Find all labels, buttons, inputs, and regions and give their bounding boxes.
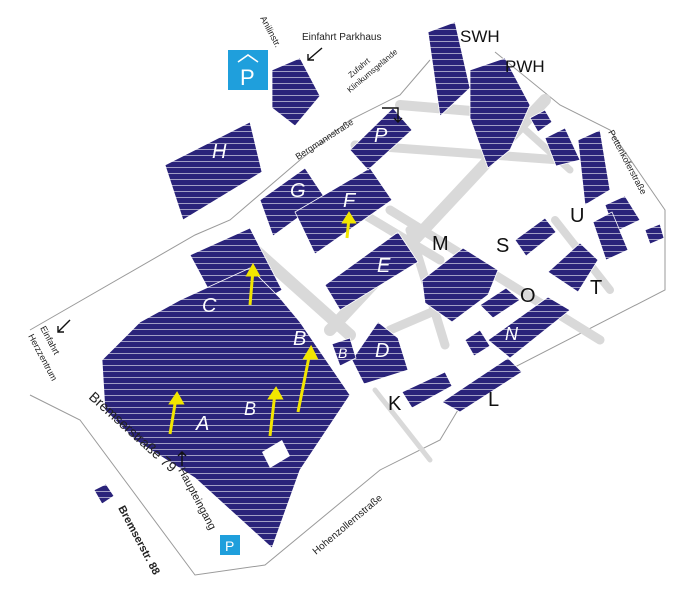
building-a-b-complex[interactable] (101, 267, 351, 549)
building-f[interactable] (294, 167, 393, 255)
label-s: S (496, 235, 509, 257)
parking-garage[interactable] (271, 57, 321, 127)
buildings (93, 21, 665, 549)
label-u: U (570, 205, 584, 227)
building-u[interactable] (577, 129, 611, 206)
building-right-4[interactable] (592, 211, 629, 261)
svg-text:P: P (240, 65, 255, 90)
street-bergmannstrasse: Bergmannstraße (294, 117, 356, 162)
building-o[interactable] (479, 287, 521, 319)
building-t[interactable] (547, 242, 599, 293)
label-h: H (212, 141, 227, 163)
courtyard (262, 440, 290, 468)
label-c: C (202, 295, 217, 317)
label-b: B (293, 328, 306, 350)
label-k: K (388, 393, 402, 415)
building-h[interactable] (164, 121, 263, 221)
building-e[interactable] (324, 231, 419, 311)
label-d: D (375, 340, 389, 362)
svg-text:P: P (225, 538, 234, 554)
building-pwh[interactable] (469, 57, 531, 169)
street-hohenzollernstrasse: Hohenzollernstraße (311, 492, 385, 557)
campus-boundary (29, 51, 666, 576)
label-g: G (290, 180, 306, 202)
label-swh: SWH (460, 27, 500, 46)
arrow-icon (168, 211, 357, 437)
label-a: A (195, 413, 209, 435)
building-right-1[interactable] (529, 109, 553, 133)
street-pettenkoferstrasse: Pettenkoferstraße (606, 128, 648, 196)
building-small-near-n[interactable] (464, 329, 491, 357)
building-n[interactable] (487, 296, 571, 359)
label-f: F (343, 190, 357, 212)
building-bremserstr-88[interactable] (93, 483, 115, 505)
street-einfahrt-parkhaus: Einfahrt Parkhaus (302, 32, 382, 43)
label-pwh: PWH (505, 57, 545, 76)
building-k[interactable] (401, 371, 453, 409)
label-e: E (377, 255, 391, 277)
building-m[interactable] (421, 247, 499, 323)
building-b-small[interactable] (331, 337, 357, 367)
label-o: O (520, 285, 536, 307)
street-bremserstr-88: Bremserstr. 88 (115, 504, 161, 577)
building-l[interactable] (441, 357, 523, 413)
building-d[interactable] (351, 321, 409, 385)
building-right-5[interactable] (644, 223, 665, 245)
building-p[interactable] (349, 107, 413, 171)
label-t: T (590, 277, 602, 299)
street-anilinstr: Anilinstr. (258, 14, 283, 49)
label-p: P (374, 125, 388, 147)
direction-arrows (57, 47, 403, 466)
label-l: L (488, 389, 499, 411)
label-b-small: B (338, 345, 347, 361)
parking-icon: P P (220, 50, 268, 555)
label-n: N (505, 324, 519, 344)
label-b-lower: B (244, 399, 256, 419)
label-m: M (432, 233, 449, 255)
building-s[interactable] (514, 217, 557, 257)
